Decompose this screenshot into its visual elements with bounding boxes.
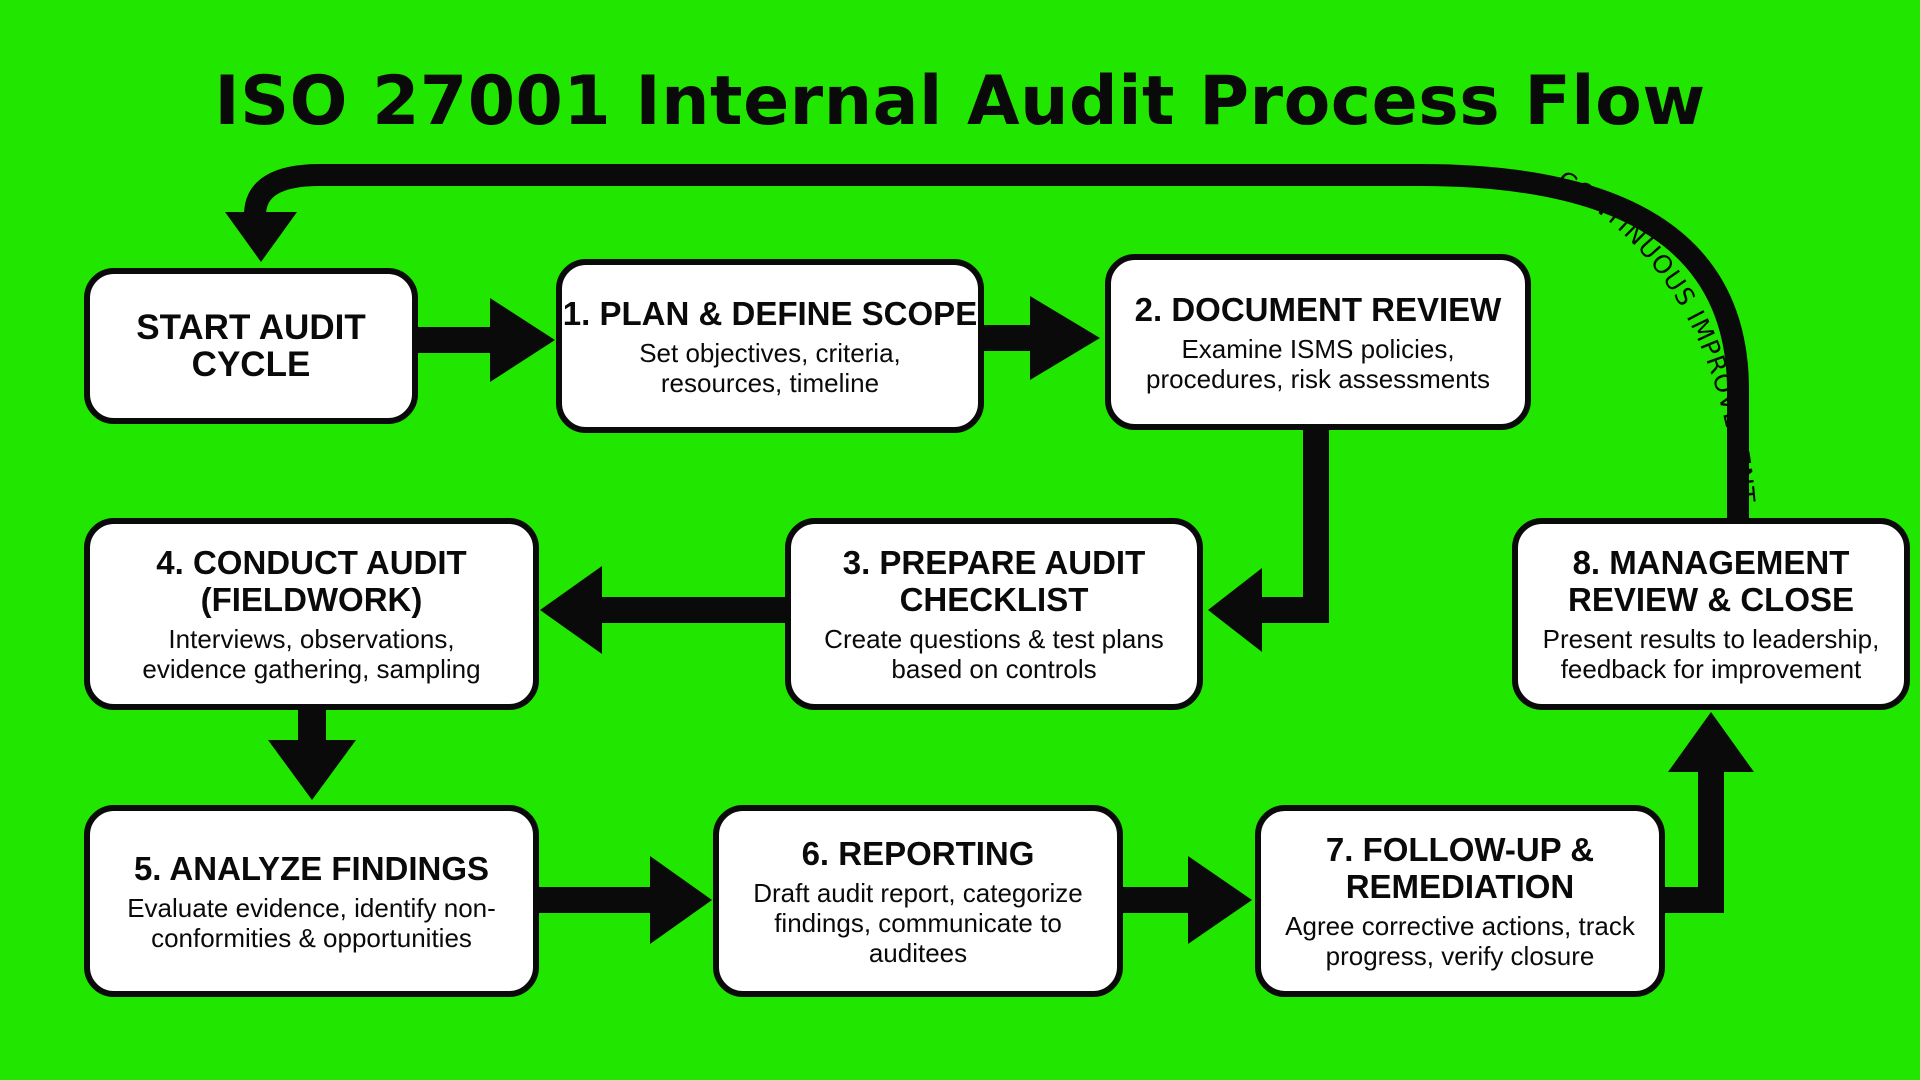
step-3-prepare-checklist-box: 3. PREPARE AUDIT CHECKLIST Create questi…	[785, 518, 1203, 710]
arrow-step4-to-step5	[268, 706, 356, 800]
step-3-title: 3. PREPARE AUDIT CHECKLIST	[842, 544, 1146, 618]
step-7-title: 7. FOLLOW-UP & REMEDIATION	[1325, 831, 1595, 905]
step-8-description: Present results to leadership, feedback …	[1542, 624, 1880, 684]
arrow-step2-to-step3	[1208, 425, 1329, 652]
step-8-management-review-box: 8. MANAGEMENT REVIEW & CLOSE Present res…	[1512, 518, 1910, 710]
step-6-description: Draft audit report, categorize findings,…	[753, 877, 1083, 968]
step-5-description: Evaluate evidence, identify non- conform…	[127, 892, 496, 953]
step-2-description: Examine ISMS policies, procedures, risk …	[1146, 333, 1490, 394]
arrow-step6-to-step7	[1118, 856, 1252, 944]
step-1-description: Set objectives, criteria, resources, tim…	[639, 337, 901, 398]
start-title: START AUDIT CYCLE	[136, 308, 366, 384]
page-title: ISO 27001 Internal Audit Process Flow	[214, 62, 1706, 141]
step-2-title: 2. DOCUMENT REVIEW	[1134, 290, 1502, 328]
step-8-title: 8. MANAGEMENT REVIEW & CLOSE	[1567, 544, 1855, 618]
arrow-step5-to-step6	[538, 856, 712, 944]
step-4-description: Interviews, observations, evidence gathe…	[142, 624, 481, 684]
continuous-improvement-loop-line	[244, 164, 1749, 520]
step-1-title: 1. PLAN & DEFINE SCOPE	[562, 294, 978, 332]
start-audit-cycle-box: START AUDIT CYCLE	[84, 268, 418, 424]
step-7-follow-up-box: 7. FOLLOW-UP & REMEDIATION Agree correct…	[1255, 805, 1665, 997]
arrow-step3-to-step4	[540, 566, 790, 654]
step-4-title: 4. CONDUCT AUDIT (FIELDWORK)	[156, 544, 467, 618]
step-7-description: Agree corrective actions, track progress…	[1285, 911, 1635, 971]
arrow-step1-to-step2	[975, 296, 1100, 380]
step-6-title: 6. REPORTING	[801, 834, 1035, 872]
step-3-description: Create questions & test plans based on c…	[824, 624, 1164, 684]
arrow-start-to-step1	[412, 298, 555, 382]
step-5-analyze-findings-box: 5. ANALYZE FINDINGS Evaluate evidence, i…	[84, 805, 539, 997]
step-1-plan-box: 1. PLAN & DEFINE SCOPE Set objectives, c…	[556, 259, 984, 433]
step-4-conduct-audit-box: 4. CONDUCT AUDIT (FIELDWORK) Interviews,…	[84, 518, 539, 710]
step-6-reporting-box: 6. REPORTING Draft audit report, categor…	[713, 805, 1123, 997]
step-2-document-review-box: 2. DOCUMENT REVIEW Examine ISMS policies…	[1105, 254, 1531, 430]
arrow-step7-to-step8	[1665, 712, 1754, 913]
continuous-improvement-arrowhead	[225, 212, 297, 262]
step-5-title: 5. ANALYZE FINDINGS	[133, 849, 490, 887]
